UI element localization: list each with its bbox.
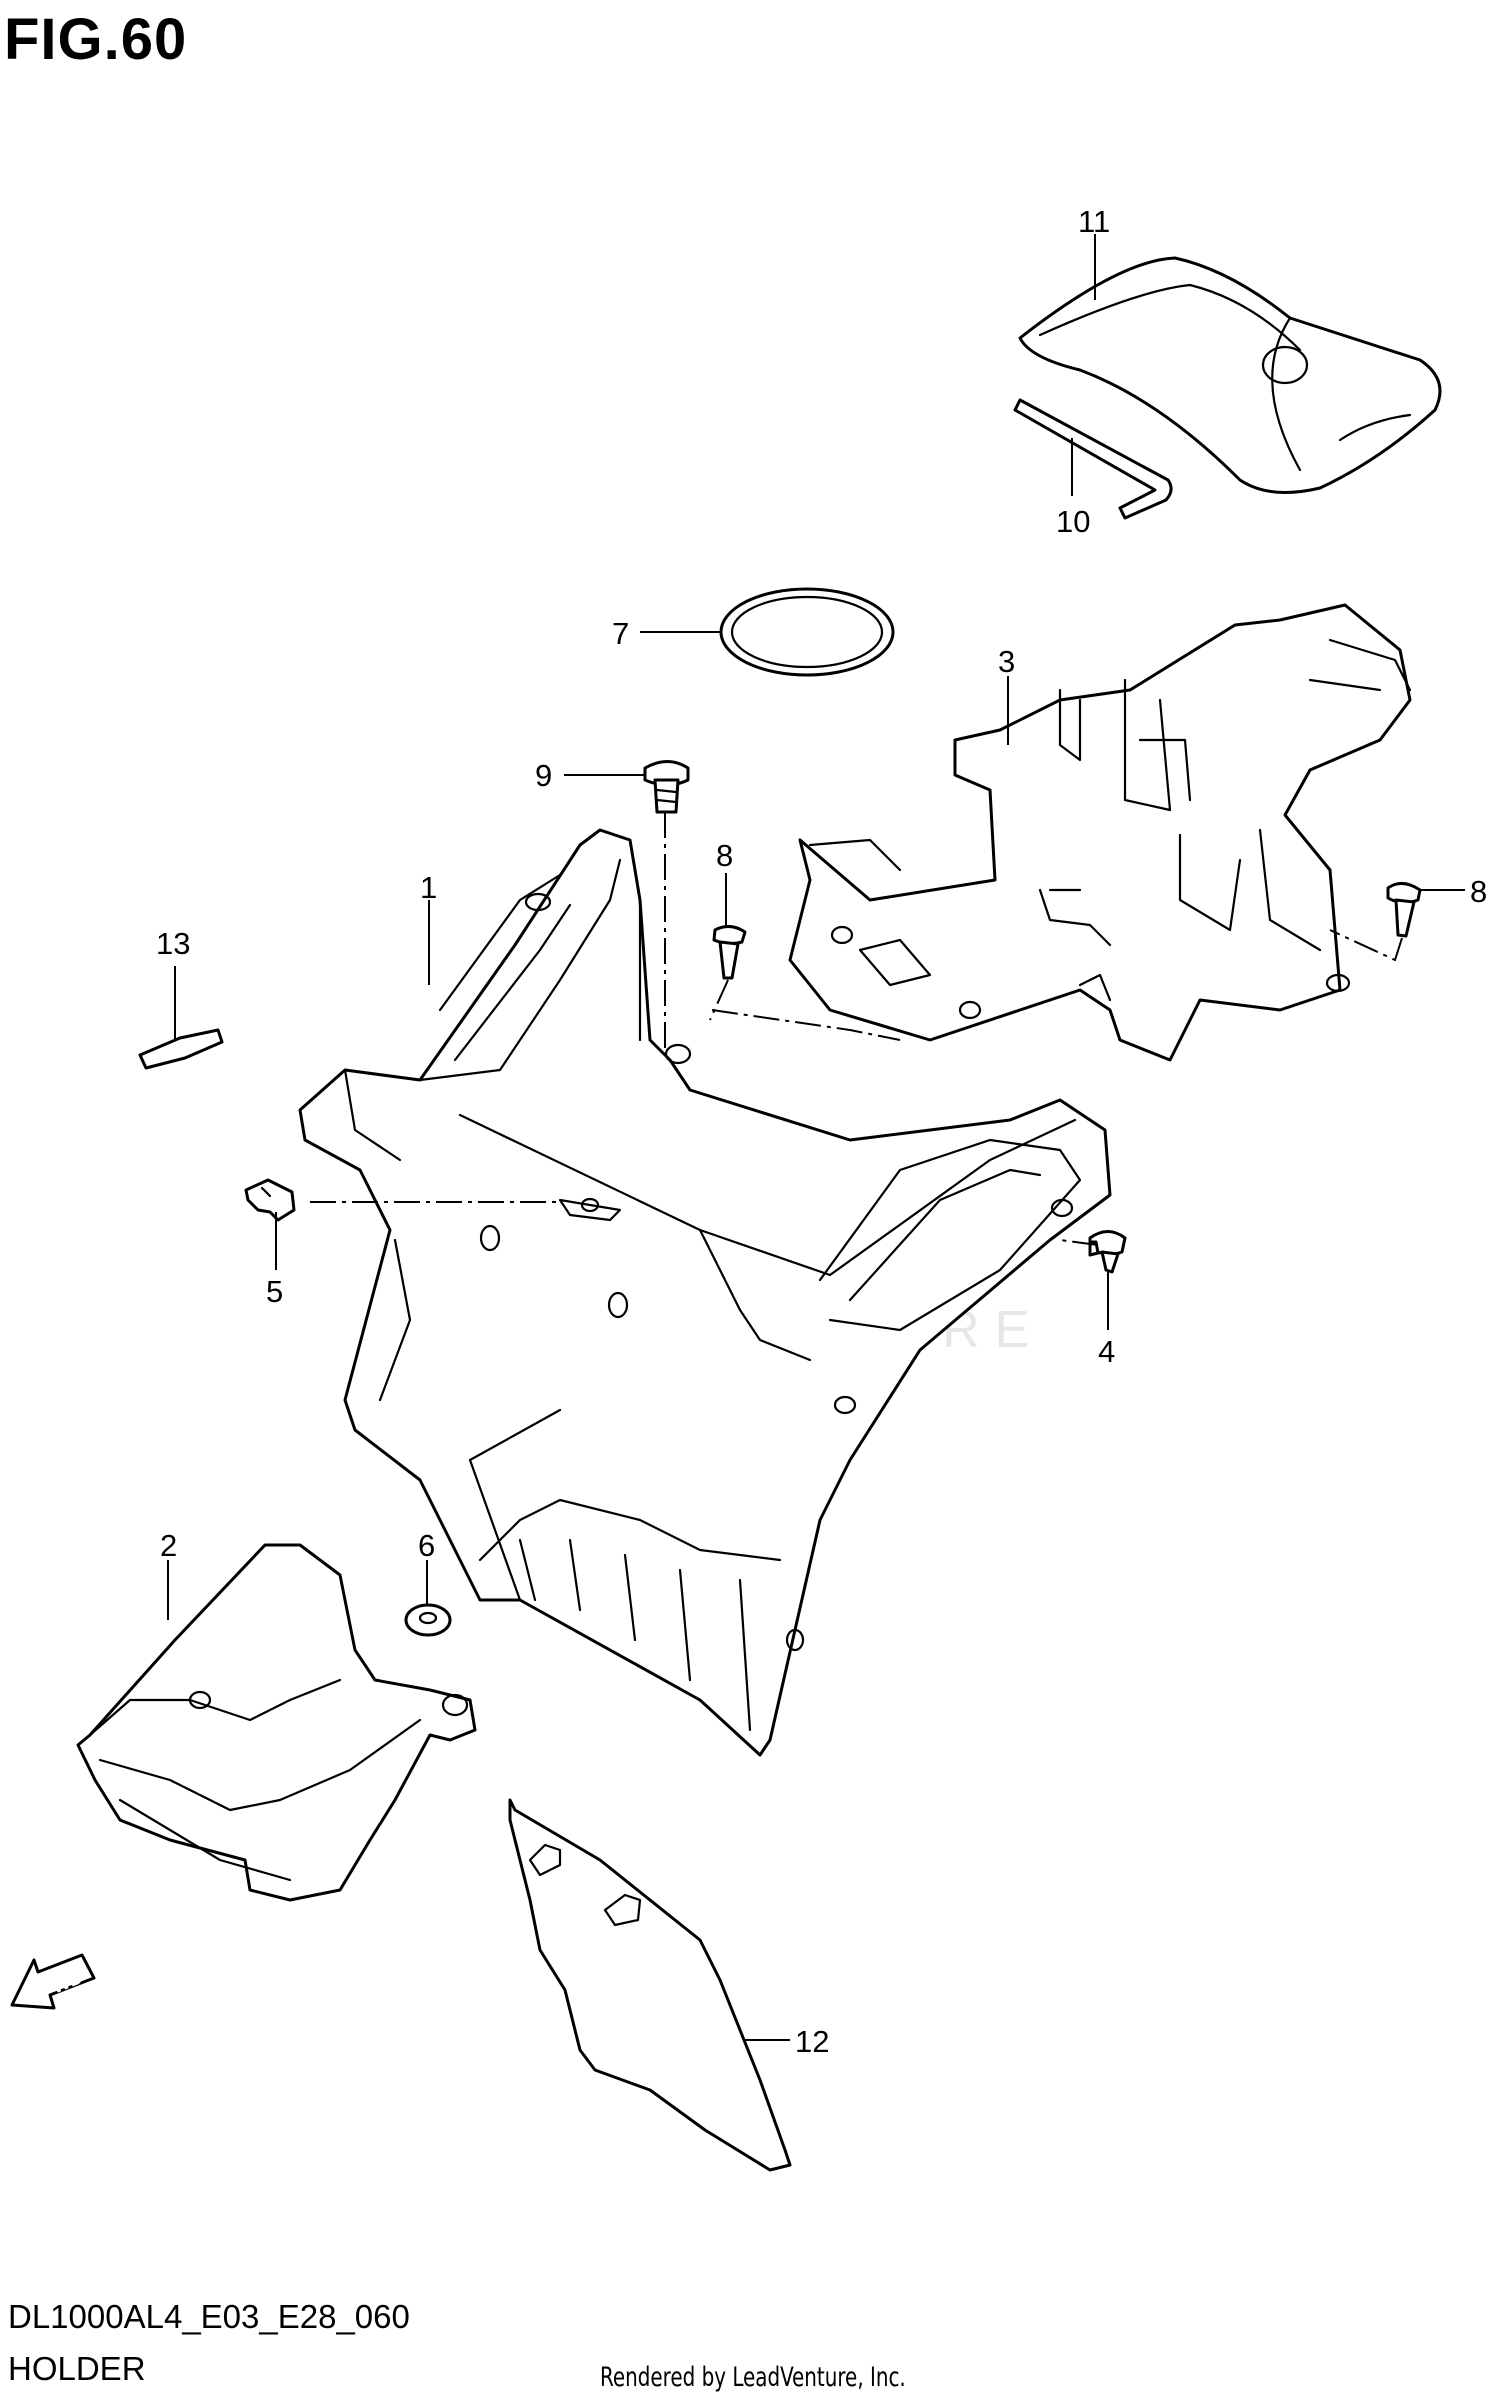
callout-11: 11	[1078, 204, 1110, 239]
figure-title: FIG.60	[4, 7, 188, 72]
callout-6: 6	[418, 1528, 435, 1563]
callout-1: 1	[420, 870, 437, 905]
part-3-holder-bracket[interactable]	[788, 603, 1412, 1062]
part-6-grommet[interactable]	[404, 1603, 452, 1637]
callout-5: 5	[266, 1274, 283, 1309]
callout-13: 13	[156, 926, 190, 961]
part-8-screw-right[interactable]	[1386, 882, 1422, 938]
leader-lines	[167, 234, 1465, 2041]
part-12-plate[interactable]	[508, 1798, 792, 2172]
part-7-o-ring[interactable]	[719, 587, 895, 677]
part-9-bolt[interactable]	[643, 760, 690, 814]
callout-8-left: 8	[716, 838, 733, 873]
model-code: DL1000AL4_E03_E28_060	[8, 2298, 410, 2335]
fwd-arrow-icon: FWD	[10, 1953, 96, 2010]
part-11-tool-bag[interactable]	[1018, 256, 1442, 494]
part-1-rear-holder[interactable]	[298, 828, 1112, 1757]
part-8-screw-left[interactable]	[712, 925, 747, 980]
section-name: HOLDER	[8, 2350, 146, 2387]
part-2-lower-bracket[interactable]	[76, 1543, 477, 1902]
callout-7: 7	[612, 616, 629, 651]
part-5-clip-nut[interactable]	[244, 1178, 296, 1222]
callout-4: 4	[1098, 1334, 1115, 1369]
callout-10: 10	[1056, 504, 1090, 539]
callout-3: 3	[998, 644, 1015, 679]
callout-12: 12	[795, 2024, 829, 2059]
part-13-pad[interactable]	[138, 1028, 224, 1070]
callout-labels: 11 10 7 3 9 8 8 1 13 5 4 2 6 12	[156, 204, 1487, 2059]
callout-9: 9	[535, 758, 552, 793]
callout-2: 2	[160, 1528, 177, 1563]
part-10-hex-wrench[interactable]	[1013, 398, 1173, 520]
part-4-screw[interactable]	[1088, 1230, 1127, 1274]
render-credit: Rendered by LeadVenture, Inc.	[600, 2362, 906, 2393]
callout-8-right: 8	[1470, 874, 1487, 909]
